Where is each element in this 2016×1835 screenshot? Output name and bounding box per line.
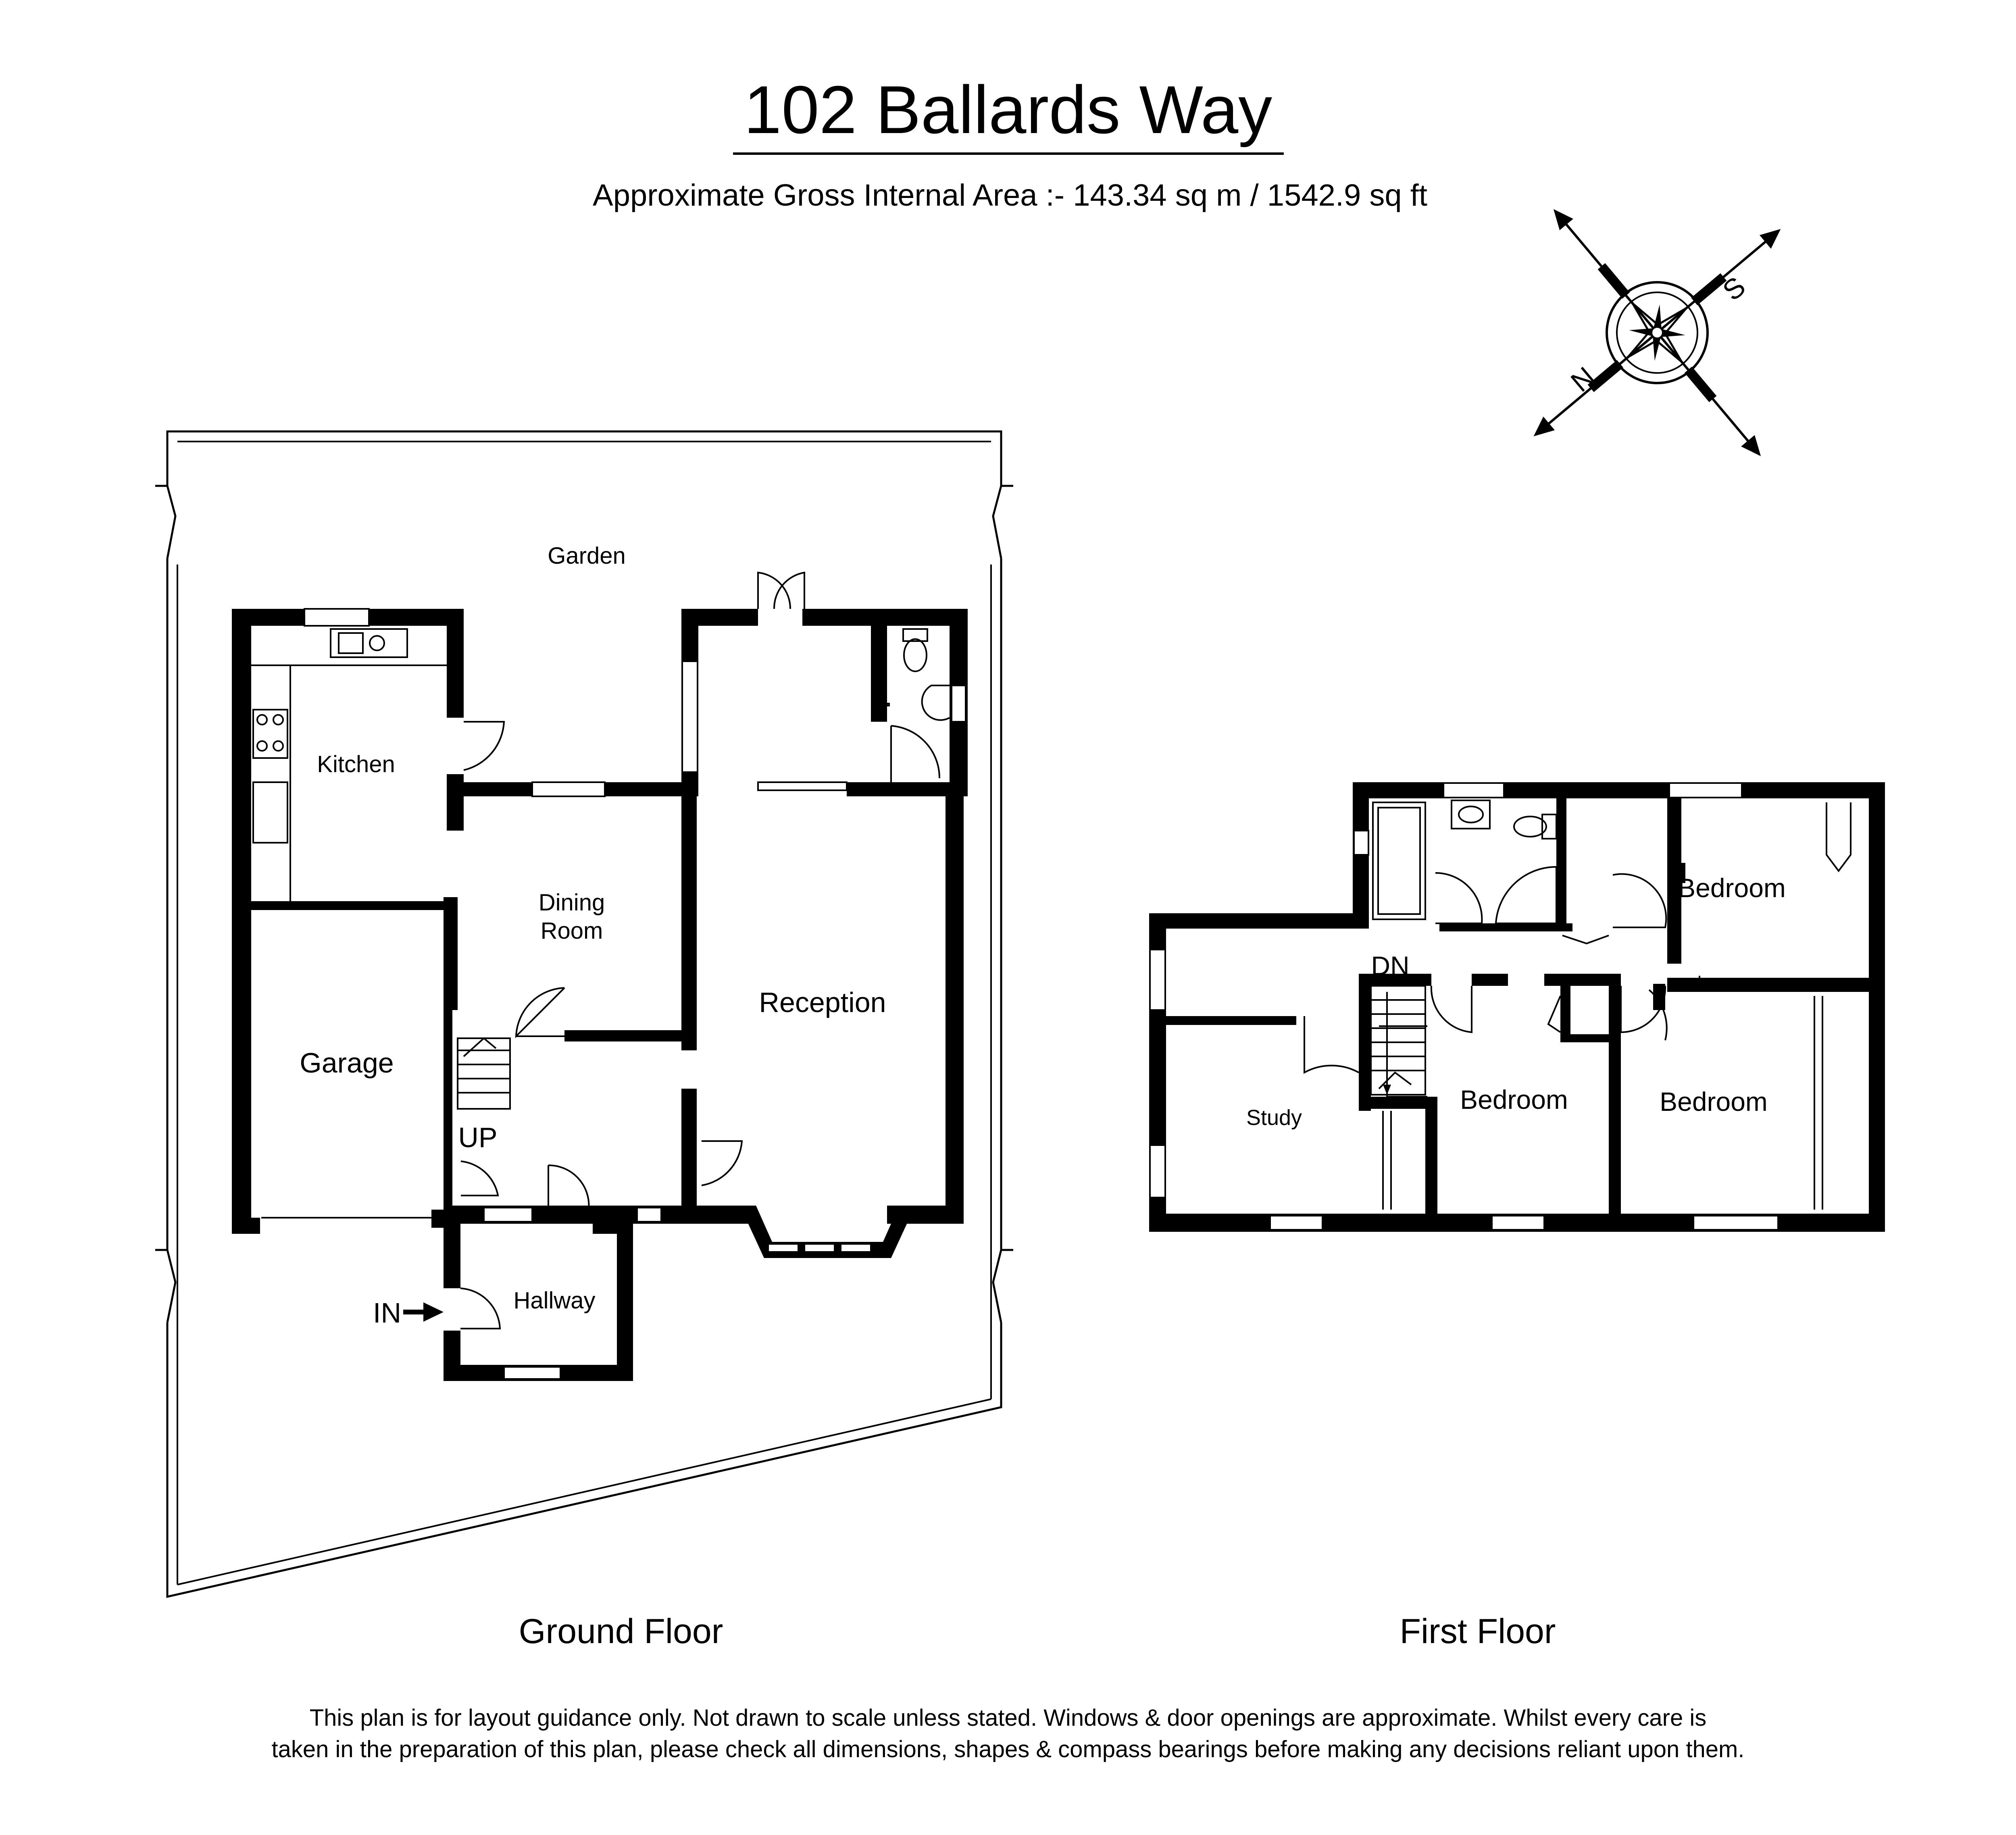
- room-label-reception: Reception: [759, 987, 886, 1018]
- area-subtitle: Approximate Gross Internal Area :- 143.3…: [593, 178, 1427, 212]
- first-floor-windows: [1149, 782, 1779, 1231]
- ground-stairs: [457, 1037, 511, 1110]
- entrance-label: IN: [373, 1297, 401, 1329]
- first-floor-walls: [1149, 782, 1885, 1232]
- toilet-icon: [1513, 816, 1547, 837]
- title-underline: [733, 152, 1284, 155]
- disclaimer-line-2: taken in the preparation of this plan, p…: [272, 1736, 1745, 1762]
- room-label-hallway: Hallway: [513, 1287, 595, 1314]
- compass-rose-icon: [1533, 209, 1781, 456]
- shower-icon: [1495, 866, 1557, 924]
- disclaimer-line-1: This plan is for layout guidance only. N…: [310, 1705, 1707, 1731]
- room-label-bedroom-right: Bedroom: [1660, 1087, 1768, 1116]
- first-floor-plan: DN Bedroom Study Bedroom Bedroom First F…: [1149, 782, 1885, 1651]
- page-title: 102 Ballards Way: [744, 72, 1272, 148]
- compass-north-label: N: [1565, 361, 1601, 398]
- stairs-down-label: DN: [1371, 951, 1409, 981]
- first-floor-fittings: [1372, 800, 1851, 1210]
- garden-boundary: [155, 430, 1013, 1598]
- room-label-bedroom-top-right: Bedroom: [1678, 873, 1786, 903]
- kitchen-fittings: [251, 628, 447, 901]
- hob-icon: [252, 709, 288, 759]
- room-label-study: Study: [1246, 1106, 1302, 1130]
- basin-icon: [921, 685, 950, 721]
- basin-icon: [1451, 800, 1491, 829]
- toilet-icon: [903, 638, 927, 672]
- room-label-kitchen: Kitchen: [317, 751, 395, 777]
- first-floor-stairs: [1370, 985, 1426, 1096]
- bay-window: [740, 1206, 915, 1258]
- floor-label-first: First Floor: [1400, 1612, 1556, 1651]
- ground-floor-plan: Garden Kitchen Dining Room Reception Gar…: [155, 430, 1013, 1651]
- room-label-bedroom-middle: Bedroom: [1460, 1085, 1568, 1114]
- entrance-arrow-icon: [403, 1302, 444, 1322]
- floor-label-ground: Ground Floor: [519, 1612, 723, 1651]
- ground-windows: [304, 608, 966, 1380]
- french-doors: [757, 571, 805, 609]
- bath-icon: [1372, 802, 1426, 920]
- main-house-walls: [232, 609, 968, 1234]
- wc-fittings: [886, 628, 950, 721]
- room-label-dining-line1: Dining: [539, 889, 605, 916]
- first-floor-doors: [1304, 872, 1668, 1098]
- stairs-up-label: UP: [458, 1122, 497, 1153]
- toilet-cistern-icon: [1541, 814, 1557, 839]
- room-label-garage: Garage: [300, 1047, 394, 1079]
- ground-doors: [261, 721, 941, 1371]
- room-label-garden: Garden: [548, 543, 625, 569]
- toilet-cistern-icon: [902, 628, 928, 642]
- room-label-dining-line2: Room: [541, 918, 603, 944]
- sink-icon: [330, 628, 408, 658]
